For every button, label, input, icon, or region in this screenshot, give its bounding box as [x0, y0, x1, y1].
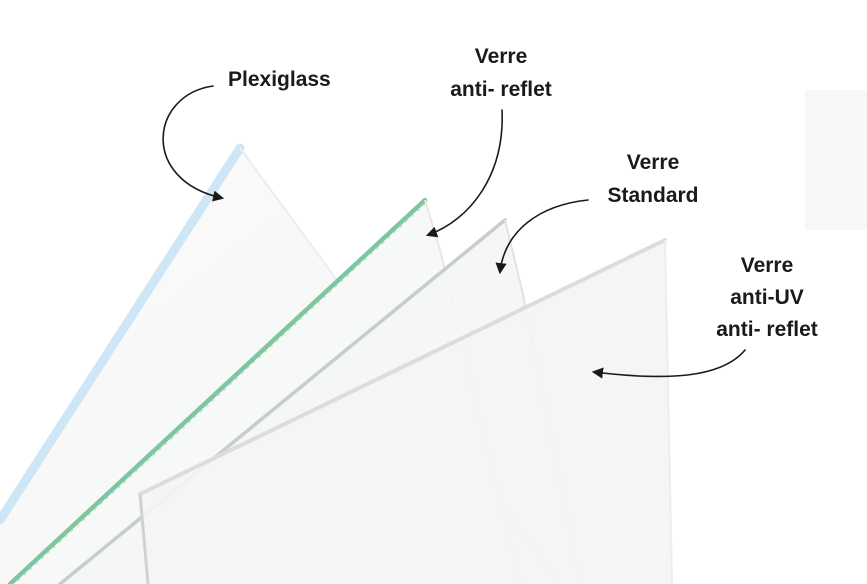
background-reflection: [805, 90, 867, 230]
label-anti-uv-line2: anti-UV: [730, 286, 804, 309]
standard-arrow: [495, 199, 589, 275]
label-anti-reflet-line1: Verre: [475, 45, 528, 68]
label-standard-line2: Standard: [607, 184, 698, 207]
label-plexiglass: Plexiglass: [228, 68, 331, 91]
plexiglass-edge: [0, 143, 245, 525]
plexiglass-arrow: [162, 85, 225, 202]
label-anti-uv-line1: Verre: [741, 254, 794, 277]
anti-reflet-edge: [7, 197, 428, 584]
anti-uv-arrow: [591, 349, 746, 379]
anti-reflet-arrow: [425, 109, 503, 238]
label-anti-uv-line3: anti- reflet: [716, 318, 818, 341]
anti-uv-edge: [138, 238, 667, 496]
label-anti-reflet-line2: anti- reflet: [450, 78, 552, 101]
label-standard-line1: Verre: [627, 151, 680, 174]
anti-uv-glass-sheet: [138, 238, 673, 584]
standard-edge: [58, 218, 507, 584]
